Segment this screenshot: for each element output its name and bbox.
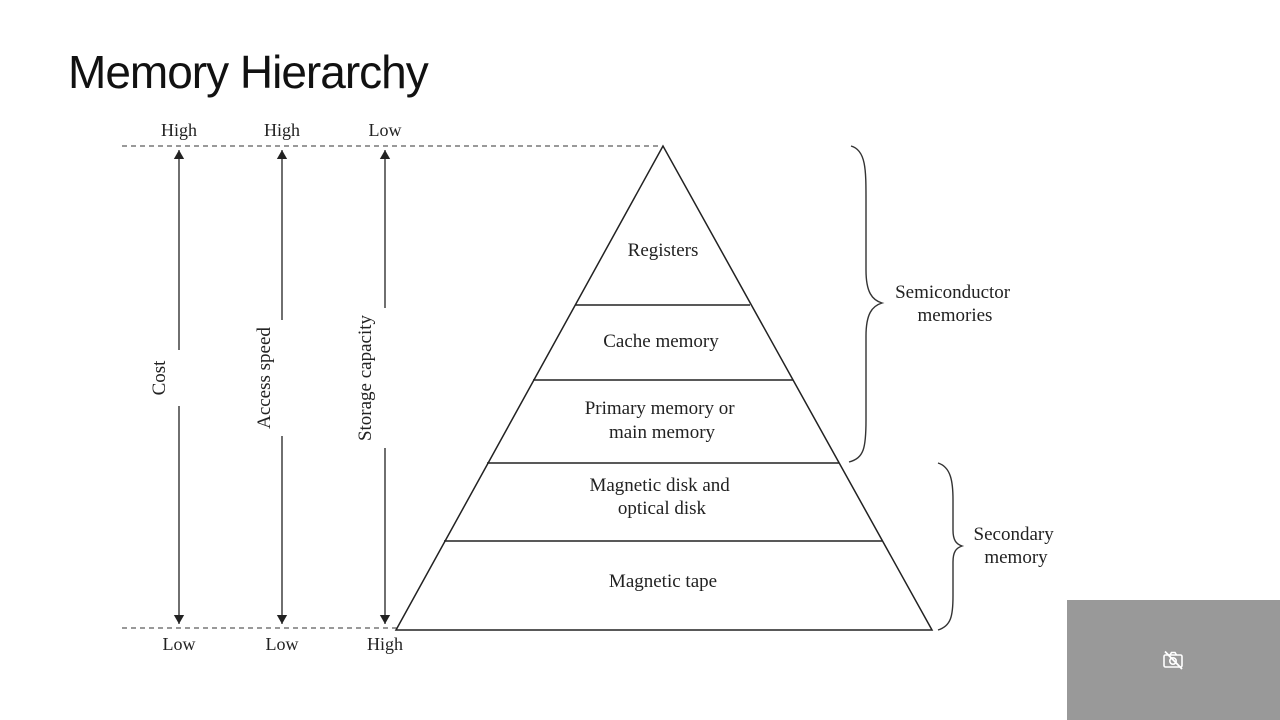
level-cache-memory: Cache memory — [603, 331, 719, 352]
pyramid-outline — [394, 144, 934, 631]
axis-storage-capacity: Low High Storage capacity — [355, 120, 403, 654]
level-primary-memory: Primary memory or main memory — [585, 398, 740, 443]
group-semiconductor-memories: Semiconductor memories — [895, 282, 1015, 326]
level-magnetic-optical-disk: Magnetic disk and optical disk — [589, 475, 734, 519]
storage-capacity-top-label: Low — [369, 120, 402, 140]
group-secondary-memory: Secondary memory — [974, 524, 1059, 568]
storage-capacity-axis-title: Storage capacity — [355, 314, 376, 441]
access-speed-axis-title: Access speed — [254, 327, 275, 429]
pyramid: Registers Cache memory Primary memory or… — [394, 144, 934, 631]
axis-access-speed: High Low Access speed — [254, 120, 300, 654]
access-speed-bottom-label: Low — [266, 634, 299, 654]
slide-title: Memory Hierarchy — [68, 46, 429, 98]
axis-cost: High Low Cost — [149, 120, 197, 654]
camera-off-icon[interactable] — [1162, 650, 1184, 670]
cost-bottom-label: Low — [163, 634, 196, 654]
level-registers: Registers — [628, 240, 699, 261]
storage-capacity-bottom-label: High — [367, 634, 403, 654]
level-magnetic-tape: Magnetic tape — [609, 571, 717, 592]
semiconductor-brace — [848, 145, 885, 463]
secondary-memory-brace — [937, 462, 965, 631]
cost-top-label: High — [161, 120, 197, 140]
access-speed-top-label: High — [264, 120, 300, 140]
cost-axis-title: Cost — [149, 360, 170, 396]
